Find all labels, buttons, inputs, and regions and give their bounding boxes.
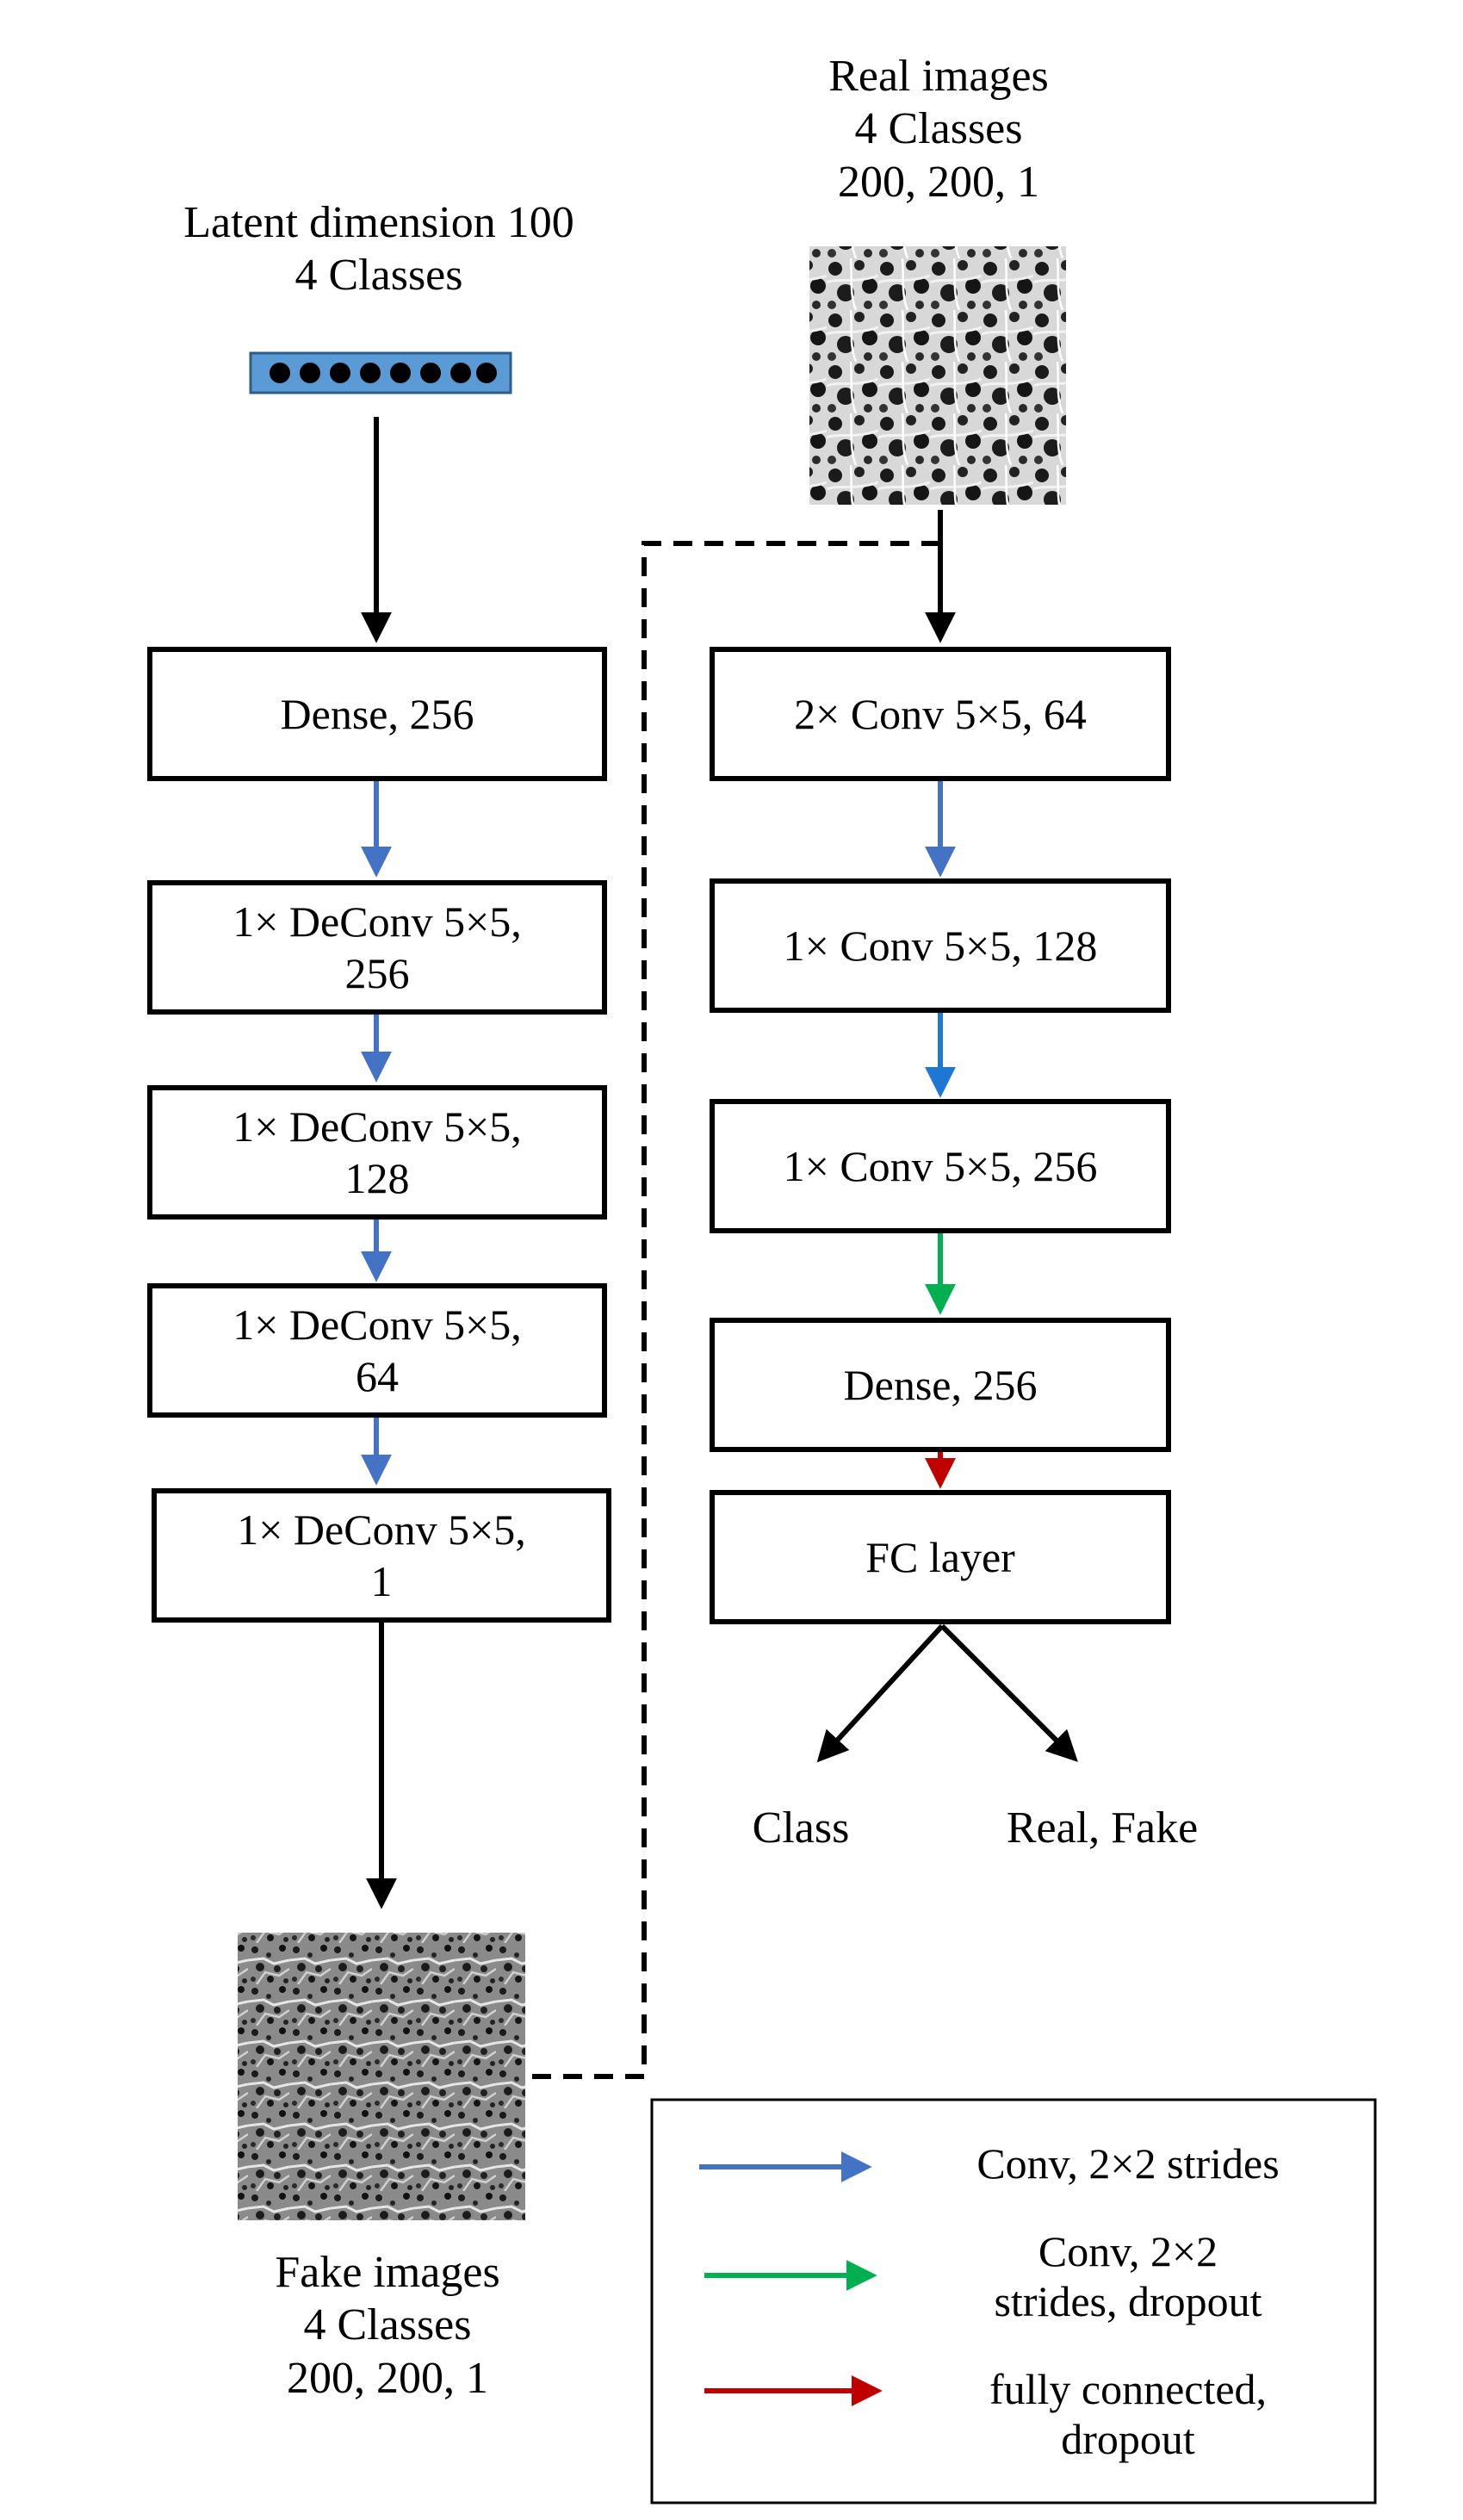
legend-label-fully-connected-dropout: fully connected, dropout (989, 2365, 1268, 2463)
gen-layer-deconv-128: 1× DeConv 5×5, 128 (147, 1085, 607, 1220)
disc-layer-conv-64: 2× Conv 5×5, 64 (710, 647, 1171, 781)
legend-label-conv-strides: Conv, 2×2 strides (976, 2139, 1280, 2188)
latent-vector (249, 351, 512, 394)
arrow-fc-to-real-fake (939, 1623, 1078, 1762)
disc-layer-conv-256: 1× Conv 5×5, 256 (710, 1099, 1171, 1233)
real-images-label: Real images 4 Classes 200, 200, 1 (828, 52, 1049, 207)
real-image-thumbnail (809, 246, 1066, 505)
legend-label-conv-strides-dropout: Conv, 2×2 strides, dropout (994, 2227, 1262, 2325)
fake-to-discriminator-dashed-line (532, 541, 940, 2079)
fake-images-label: Fake images 4 Classes 200, 200, 1 (275, 2248, 500, 2403)
latent-input-label: Latent dimension 100 4 Classes (183, 198, 574, 301)
output-class-label: Class (752, 1803, 850, 1853)
gen-layer-deconv-1: 1× DeConv 5×5, 1 (152, 1488, 611, 1623)
disc-layer-conv-128: 1× Conv 5×5, 128 (710, 878, 1171, 1013)
gen-layer-deconv-64: 1× DeConv 5×5, 64 (147, 1283, 607, 1418)
output-real-fake-label: Real, Fake (1006, 1803, 1199, 1853)
fake-image-thumbnail (238, 1933, 525, 2220)
arrow-fc-to-class (816, 1623, 945, 1763)
legend-frame (650, 2098, 1377, 2504)
gen-layer-deconv-256: 1× DeConv 5×5, 256 (147, 880, 607, 1015)
gen-layer-dense: Dense, 256 (147, 647, 607, 781)
disc-layer-dense: Dense, 256 (710, 1318, 1171, 1452)
disc-layer-fc: FC layer (710, 1490, 1171, 1624)
